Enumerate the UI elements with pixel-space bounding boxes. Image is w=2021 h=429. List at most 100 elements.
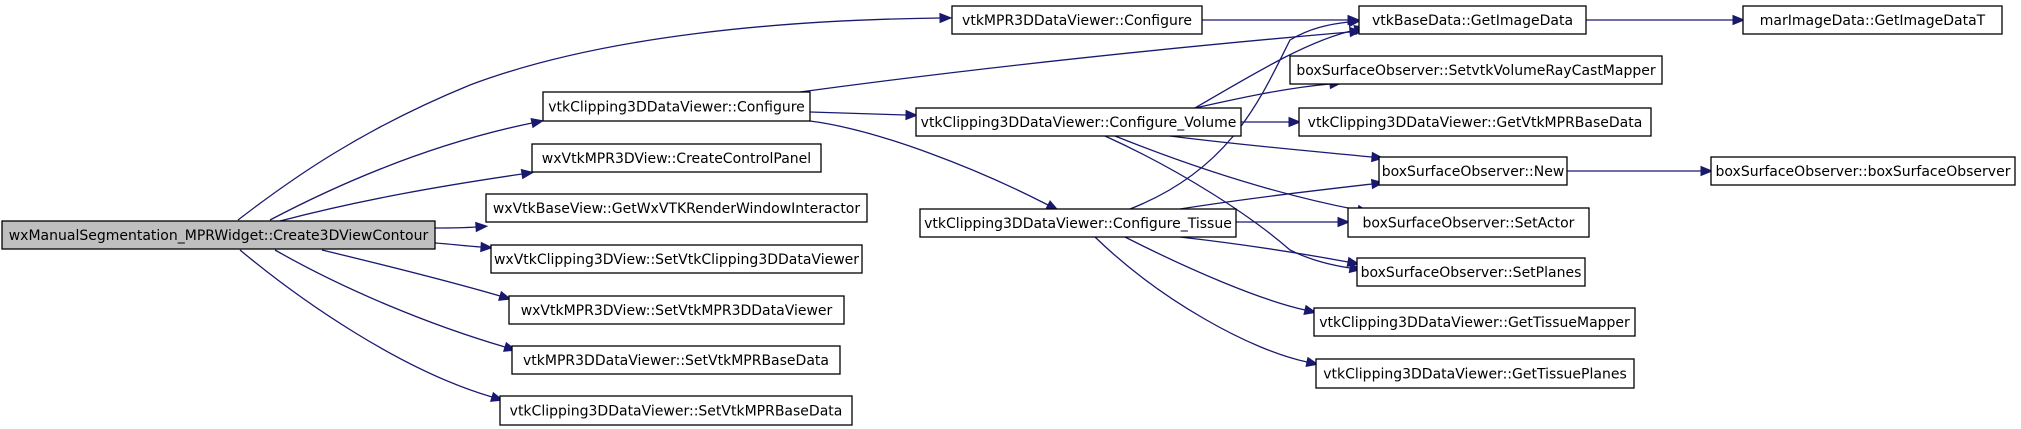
node-label: wxVtkMPR3DView::CreateControlPanel (542, 151, 811, 167)
node-box[interactable] (511, 345, 841, 375)
node-set-planes[interactable]: boxSurfaceObserver::SetPlanes (1356, 257, 1586, 287)
edge-line (434, 242, 482, 248)
edge-line (1094, 236, 1308, 363)
edge-line (321, 249, 501, 297)
node-set-mpr-viewer[interactable]: wxVtkMPR3DView::SetVtkMPR3DDataViewer (508, 295, 845, 325)
arrowhead-icon (475, 221, 489, 233)
node-label: vtkClipping3DDataViewer::Configure_Volum… (921, 115, 1237, 131)
node-label: boxSurfaceObserver::New (1382, 164, 1565, 180)
edge-root-to-get_render_interactor (434, 221, 489, 233)
node-box[interactable] (1742, 5, 2003, 35)
arrowhead-icon (1370, 178, 1385, 190)
node-label: vtkMPR3DDataViewer::Configure (962, 13, 1192, 29)
node-box[interactable] (1289, 55, 1663, 85)
edge-box_new-to-box_ctor (1566, 165, 1714, 177)
node-label: vtkBaseData::GetImageData (1372, 13, 1573, 29)
edge-configure_volume-to-box_new (1169, 135, 1385, 163)
node-label: vtkClipping3DDataViewer::GetTissuePlanes (1323, 367, 1626, 383)
node-set-clip-viewer[interactable]: wxVtkClipping3DView::SetVtkClipping3DDat… (490, 244, 863, 274)
node-box[interactable] (531, 143, 822, 173)
node-get-mpr-base[interactable]: vtkClipping3DDataViewer::GetVtkMPRBaseDa… (1298, 107, 1652, 137)
node-box[interactable] (1378, 156, 1568, 186)
arrowhead-icon (520, 168, 535, 180)
edge-root-to-set_mpr_viewer (321, 249, 512, 301)
node-box[interactable] (499, 395, 853, 426)
edge-line (1169, 135, 1373, 158)
edge-root-to-clip_set_base (239, 249, 504, 402)
node-clip-configure[interactable]: vtkClipping3DDataViewer::Configure (542, 91, 811, 122)
edge-line (1194, 29, 1356, 109)
node-box[interactable] (919, 208, 1237, 238)
node-box[interactable] (1315, 358, 1635, 389)
node-get-image-data-t[interactable]: marImageData::GetImageDataT (1742, 5, 2003, 35)
node-get-tissue-mapper[interactable]: vtkClipping3DDataViewer::GetTissueMapper (1313, 307, 1636, 337)
edges-layer (237, 12, 1746, 402)
edge-configure_volume-to-get_mpr_base (1241, 116, 1302, 128)
arrowhead-icon (939, 12, 953, 24)
node-box[interactable] (1710, 156, 2016, 186)
node-get-tissue-planes[interactable]: vtkClipping3DDataViewer::GetTissuePlanes (1315, 358, 1635, 389)
edge-root-to-mpr_configure (237, 12, 953, 221)
node-box[interactable] (508, 295, 845, 325)
node-label: boxSurfaceObserver::boxSurfaceObserver (1716, 164, 2011, 180)
edge-line (1129, 21, 1350, 210)
node-set-actor[interactable]: boxSurfaceObserver::SetActor (1347, 207, 1590, 238)
node-get-render-interactor[interactable]: wxVtkBaseView::GetWxVTKRenderWindowInter… (485, 193, 868, 223)
node-root[interactable]: wxManualSegmentation_MPRWidget::Create3D… (1, 220, 436, 250)
node-label: boxSurfaceObserver::SetPlanes (1361, 265, 1582, 281)
edge-line (809, 120, 1049, 206)
node-mpr-configure[interactable]: vtkMPR3DDataViewer::Configure (951, 5, 1203, 35)
node-configure-tissue[interactable]: vtkClipping3DDataViewer::Configure_Tissu… (919, 208, 1237, 238)
node-box[interactable] (1358, 5, 1587, 35)
edge-root-to-clip_configure (269, 117, 545, 221)
arrowhead-icon (905, 109, 919, 121)
arrowhead-icon (1700, 165, 1714, 177)
node-create-control-panel[interactable]: wxVtkMPR3DView::CreateControlPanel (531, 143, 822, 173)
node-box[interactable] (485, 193, 868, 223)
node-label: marImageData::GetImageDataT (1760, 13, 1986, 29)
edge-line (434, 226, 477, 229)
node-box-ctor[interactable]: boxSurfaceObserver::boxSurfaceObserver (1710, 156, 2016, 186)
edge-line (269, 122, 533, 221)
node-label: vtkClipping3DDataViewer::GetVtkMPRBaseDa… (1308, 115, 1643, 131)
edge-line (809, 111, 907, 116)
node-set-raycast-mapper[interactable]: boxSurfaceObserver::SetvtkVolumeRayCastM… (1289, 55, 1663, 85)
node-label: wxVtkMPR3DView::SetVtkMPR3DDataViewer (521, 303, 833, 319)
edge-root-to-set_clip_viewer (434, 241, 494, 253)
node-box[interactable] (1298, 107, 1652, 137)
edge-configure_tissue-to-set_actor (1236, 216, 1351, 228)
node-box[interactable] (542, 91, 811, 122)
edge-configure_tissue-to-set_planes (1179, 236, 1361, 268)
arrowhead-icon (1732, 14, 1746, 26)
edge-root-to-create_control_panel (279, 168, 535, 222)
node-label: boxSurfaceObserver::SetActor (1363, 216, 1575, 232)
node-box[interactable] (1356, 257, 1586, 287)
nodes-layer: wxManualSegmentation_MPRWidget::Create3D… (1, 5, 2016, 426)
arrowhead-icon (1346, 256, 1361, 268)
node-box-new[interactable]: boxSurfaceObserver::New (1378, 156, 1568, 186)
node-box[interactable] (1347, 207, 1590, 238)
edge-clip_configure-to-configure_volume (809, 109, 919, 121)
edge-line (1114, 135, 1359, 211)
edge-line (799, 31, 1351, 93)
node-label: vtkClipping3DDataViewer::Configure (548, 100, 805, 116)
edge-configure_volume-to-set_planes (1104, 135, 1363, 274)
node-label: vtkMPR3DDataViewer::SetVtkMPRBaseData (523, 353, 829, 369)
node-mpr-set-base[interactable]: vtkMPR3DDataViewer::SetVtkMPRBaseData (511, 345, 841, 375)
node-label: wxManualSegmentation_MPRWidget::Create3D… (9, 228, 429, 244)
node-label: vtkClipping3DDataViewer::SetVtkMPRBaseDa… (510, 404, 843, 420)
node-get-image-data[interactable]: vtkBaseData::GetImageData (1358, 5, 1587, 35)
node-box[interactable] (1313, 307, 1636, 337)
edge-configure_tissue-to-get_tissue_planes (1094, 236, 1320, 368)
node-clip-set-base[interactable]: vtkClipping3DDataViewer::SetVtkMPRBaseDa… (499, 395, 853, 426)
edge-line (1179, 183, 1373, 210)
edge-configure_tissue-to-get_image_data (1129, 16, 1362, 210)
node-configure-volume[interactable]: vtkClipping3DDataViewer::Configure_Volum… (915, 107, 1242, 137)
node-box[interactable] (1, 220, 436, 250)
node-box[interactable] (490, 244, 863, 274)
arrowhead-icon (1337, 216, 1351, 228)
node-box[interactable] (915, 107, 1242, 137)
edge-configure_tissue-to-box_new (1179, 178, 1385, 210)
node-box[interactable] (951, 5, 1203, 35)
